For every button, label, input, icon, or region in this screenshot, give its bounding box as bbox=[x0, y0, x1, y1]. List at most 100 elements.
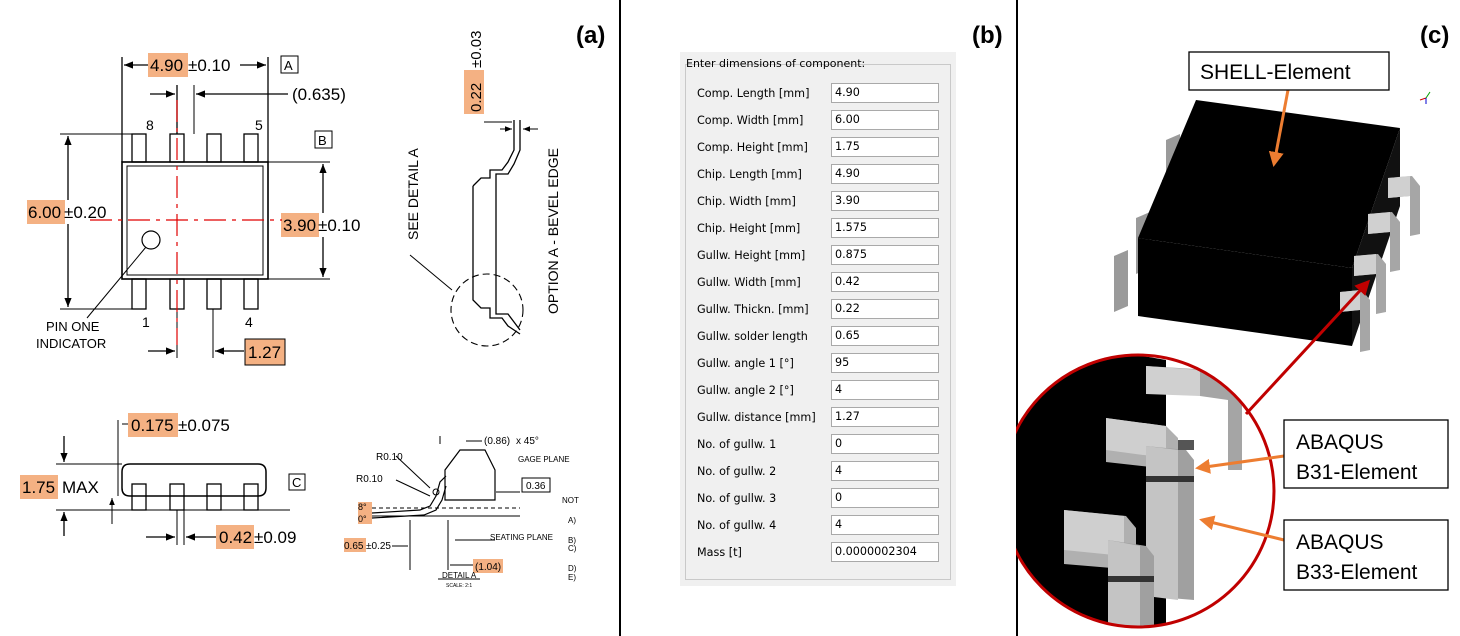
field-label: No. of gullw. 1 bbox=[697, 438, 777, 451]
svg-text:3.90: 3.90 bbox=[283, 216, 316, 235]
svg-text:0.65: 0.65 bbox=[344, 541, 364, 552]
field-input[interactable]: 1.575 bbox=[831, 218, 939, 238]
svg-text:x 45°: x 45° bbox=[516, 436, 539, 447]
svg-text:±0.20: ±0.20 bbox=[64, 203, 106, 222]
detail-a-text: (0.86) x 45° R0.10 R0.10 GAGE PLANE 0.36… bbox=[344, 436, 579, 589]
svg-text:INDICATOR: INDICATOR bbox=[36, 336, 106, 351]
form-row: Gullw. angle 2 [°] 4 bbox=[697, 380, 941, 402]
highlight-lead bbox=[216, 525, 254, 549]
svg-text:C): C) bbox=[568, 544, 577, 553]
form-row: Gullw. Height [mm]0.875 bbox=[697, 245, 941, 267]
field-label: No. of gullw. 4 bbox=[697, 519, 777, 532]
annotation-leaders bbox=[1195, 89, 1371, 542]
form-row: Gullw. Width [mm] 0.42 bbox=[697, 272, 941, 294]
field-input[interactable]: 0.0000002304 bbox=[831, 542, 939, 562]
label-boxes bbox=[1188, 51, 1449, 591]
field-input[interactable]: 0.875 bbox=[831, 245, 939, 265]
svg-text:±0.03: ±0.03 bbox=[468, 31, 485, 68]
field-input[interactable]: 0.42 bbox=[831, 272, 939, 292]
b33-label-line2: B33-Element bbox=[1296, 561, 1418, 584]
field-input[interactable]: 4 bbox=[831, 380, 939, 400]
field-label: Gullw. angle 2 [°] bbox=[697, 384, 794, 397]
highlight-foot bbox=[344, 538, 366, 552]
svg-text:SCALE: 2:1: SCALE: 2:1 bbox=[446, 583, 472, 589]
field-input[interactable]: 3.90 bbox=[831, 191, 939, 211]
field-input[interactable]: 4 bbox=[831, 515, 939, 535]
b31-label-line1: ABAQUS bbox=[1296, 431, 1384, 454]
svg-text:0.42: 0.42 bbox=[219, 528, 252, 547]
technical-drawing: 4.90 ±0.10 A (0.635) 8 5 1 4 B 6.00 ±0.2… bbox=[20, 31, 579, 589]
field-label: Chip. Width [mm] bbox=[697, 195, 796, 208]
form-group-box bbox=[685, 64, 951, 580]
field-label: Gullw. angle 1 [°] bbox=[697, 357, 794, 370]
svg-text:SEE DETAIL A: SEE DETAIL A bbox=[405, 148, 421, 240]
svg-text:±0.25: ±0.25 bbox=[366, 541, 391, 552]
svg-text:0.36: 0.36 bbox=[526, 481, 546, 492]
field-input[interactable]: 4.90 bbox=[831, 164, 939, 184]
axis-triad-icon bbox=[1419, 91, 1431, 104]
form-row: Chip. Height [mm] 1.575 bbox=[697, 218, 941, 240]
field-label: No. of gullw. 2 bbox=[697, 465, 777, 478]
form-row: No. of gullw. 4 4 bbox=[697, 515, 941, 537]
form-row: Gullw. angle 1 [°] 95 bbox=[697, 353, 941, 375]
field-input[interactable]: 0.65 bbox=[831, 326, 939, 346]
svg-text:5: 5 bbox=[255, 117, 263, 133]
svg-text:GAGE PLANE: GAGE PLANE bbox=[518, 455, 570, 464]
highlight-height bbox=[20, 475, 58, 499]
svg-text:NOT: NOT bbox=[562, 496, 579, 505]
svg-text:6.00: 6.00 bbox=[28, 203, 61, 222]
svg-text:SEATING PLANE: SEATING PLANE bbox=[490, 533, 553, 542]
field-input[interactable]: 0 bbox=[831, 488, 939, 508]
field-label: No. of gullw. 3 bbox=[697, 492, 777, 505]
label-text: SHELL-Element ABAQUS B31-Element ABAQUS … bbox=[1200, 61, 1418, 584]
svg-text:MAX: MAX bbox=[62, 478, 99, 497]
svg-text:8: 8 bbox=[146, 117, 154, 133]
field-input[interactable]: 1.27 bbox=[831, 407, 939, 427]
detail-a bbox=[344, 436, 551, 580]
dimension-form: Enter dimensions of component: Comp. Len… bbox=[680, 52, 956, 586]
svg-text:B): B) bbox=[568, 536, 576, 545]
b33-label-line1: ABAQUS bbox=[1296, 531, 1384, 554]
field-input[interactable]: 4 bbox=[831, 461, 939, 481]
field-input[interactable]: 6.00 bbox=[831, 110, 939, 130]
highlight-thickness bbox=[464, 70, 484, 114]
svg-text:±0.10: ±0.10 bbox=[188, 56, 230, 75]
field-label: Gullw. Width [mm] bbox=[697, 276, 801, 289]
front-view-text: 0.175 ±0.075 1.75 MAX C 0.42 ±0.09 bbox=[22, 416, 301, 547]
b31-label-box bbox=[1283, 419, 1449, 489]
form-legend: Enter dimensions of component: bbox=[686, 57, 866, 70]
side-view bbox=[409, 70, 538, 347]
form-row: No. of gullw. 1 0 bbox=[697, 434, 941, 456]
top-view bbox=[27, 53, 333, 366]
field-input[interactable]: 95 bbox=[831, 353, 939, 373]
shell-label-box bbox=[1188, 51, 1390, 91]
field-input[interactable]: 4.90 bbox=[831, 83, 939, 103]
field-label: Chip. Height [mm] bbox=[697, 222, 801, 235]
svg-text:1.75: 1.75 bbox=[22, 478, 55, 497]
field-label: Comp. Length [mm] bbox=[697, 87, 810, 100]
field-input[interactable]: 1.75 bbox=[831, 137, 939, 157]
field-input[interactable]: 0.22 bbox=[831, 299, 939, 319]
svg-text:0.175: 0.175 bbox=[131, 416, 174, 435]
side-view-text: 0.22 ±0.03 SEE DETAIL A OPTION A - BEVEL… bbox=[405, 31, 561, 314]
form-row: Gullw. distance [mm]1.27 bbox=[697, 407, 941, 429]
form-row: Chip. Width [mm] 3.90 bbox=[697, 191, 941, 213]
svg-text:1: 1 bbox=[142, 314, 150, 330]
form-row: No. of gullw. 2 4 bbox=[697, 461, 941, 483]
svg-text:DETAIL A: DETAIL A bbox=[442, 571, 477, 580]
form-row: Mass [t]0.0000002304 bbox=[697, 542, 941, 564]
form-row: Comp. Width [mm]6.00 bbox=[697, 110, 941, 132]
form-row: Chip. Length [mm]4.90 bbox=[697, 164, 941, 186]
svg-text:0.22: 0.22 bbox=[468, 83, 485, 112]
svg-text:B: B bbox=[318, 133, 327, 148]
form-row: Comp. Length [mm] 4.90 bbox=[697, 83, 941, 105]
svg-text:R0.10: R0.10 bbox=[356, 474, 383, 485]
form-row: No. of gullw. 3 0 bbox=[697, 488, 941, 510]
b31-label-line2: B31-Element bbox=[1296, 461, 1418, 484]
svg-text:(0.86): (0.86) bbox=[484, 436, 510, 447]
top-view-text: 4.90 ±0.10 A (0.635) 8 5 1 4 B 6.00 ±0.2… bbox=[28, 56, 360, 362]
field-input[interactable]: 0 bbox=[831, 434, 939, 454]
form-row: Gullw. Thickn. [mm]0.22 bbox=[697, 299, 941, 321]
svg-text:(1.04): (1.04) bbox=[475, 562, 501, 573]
